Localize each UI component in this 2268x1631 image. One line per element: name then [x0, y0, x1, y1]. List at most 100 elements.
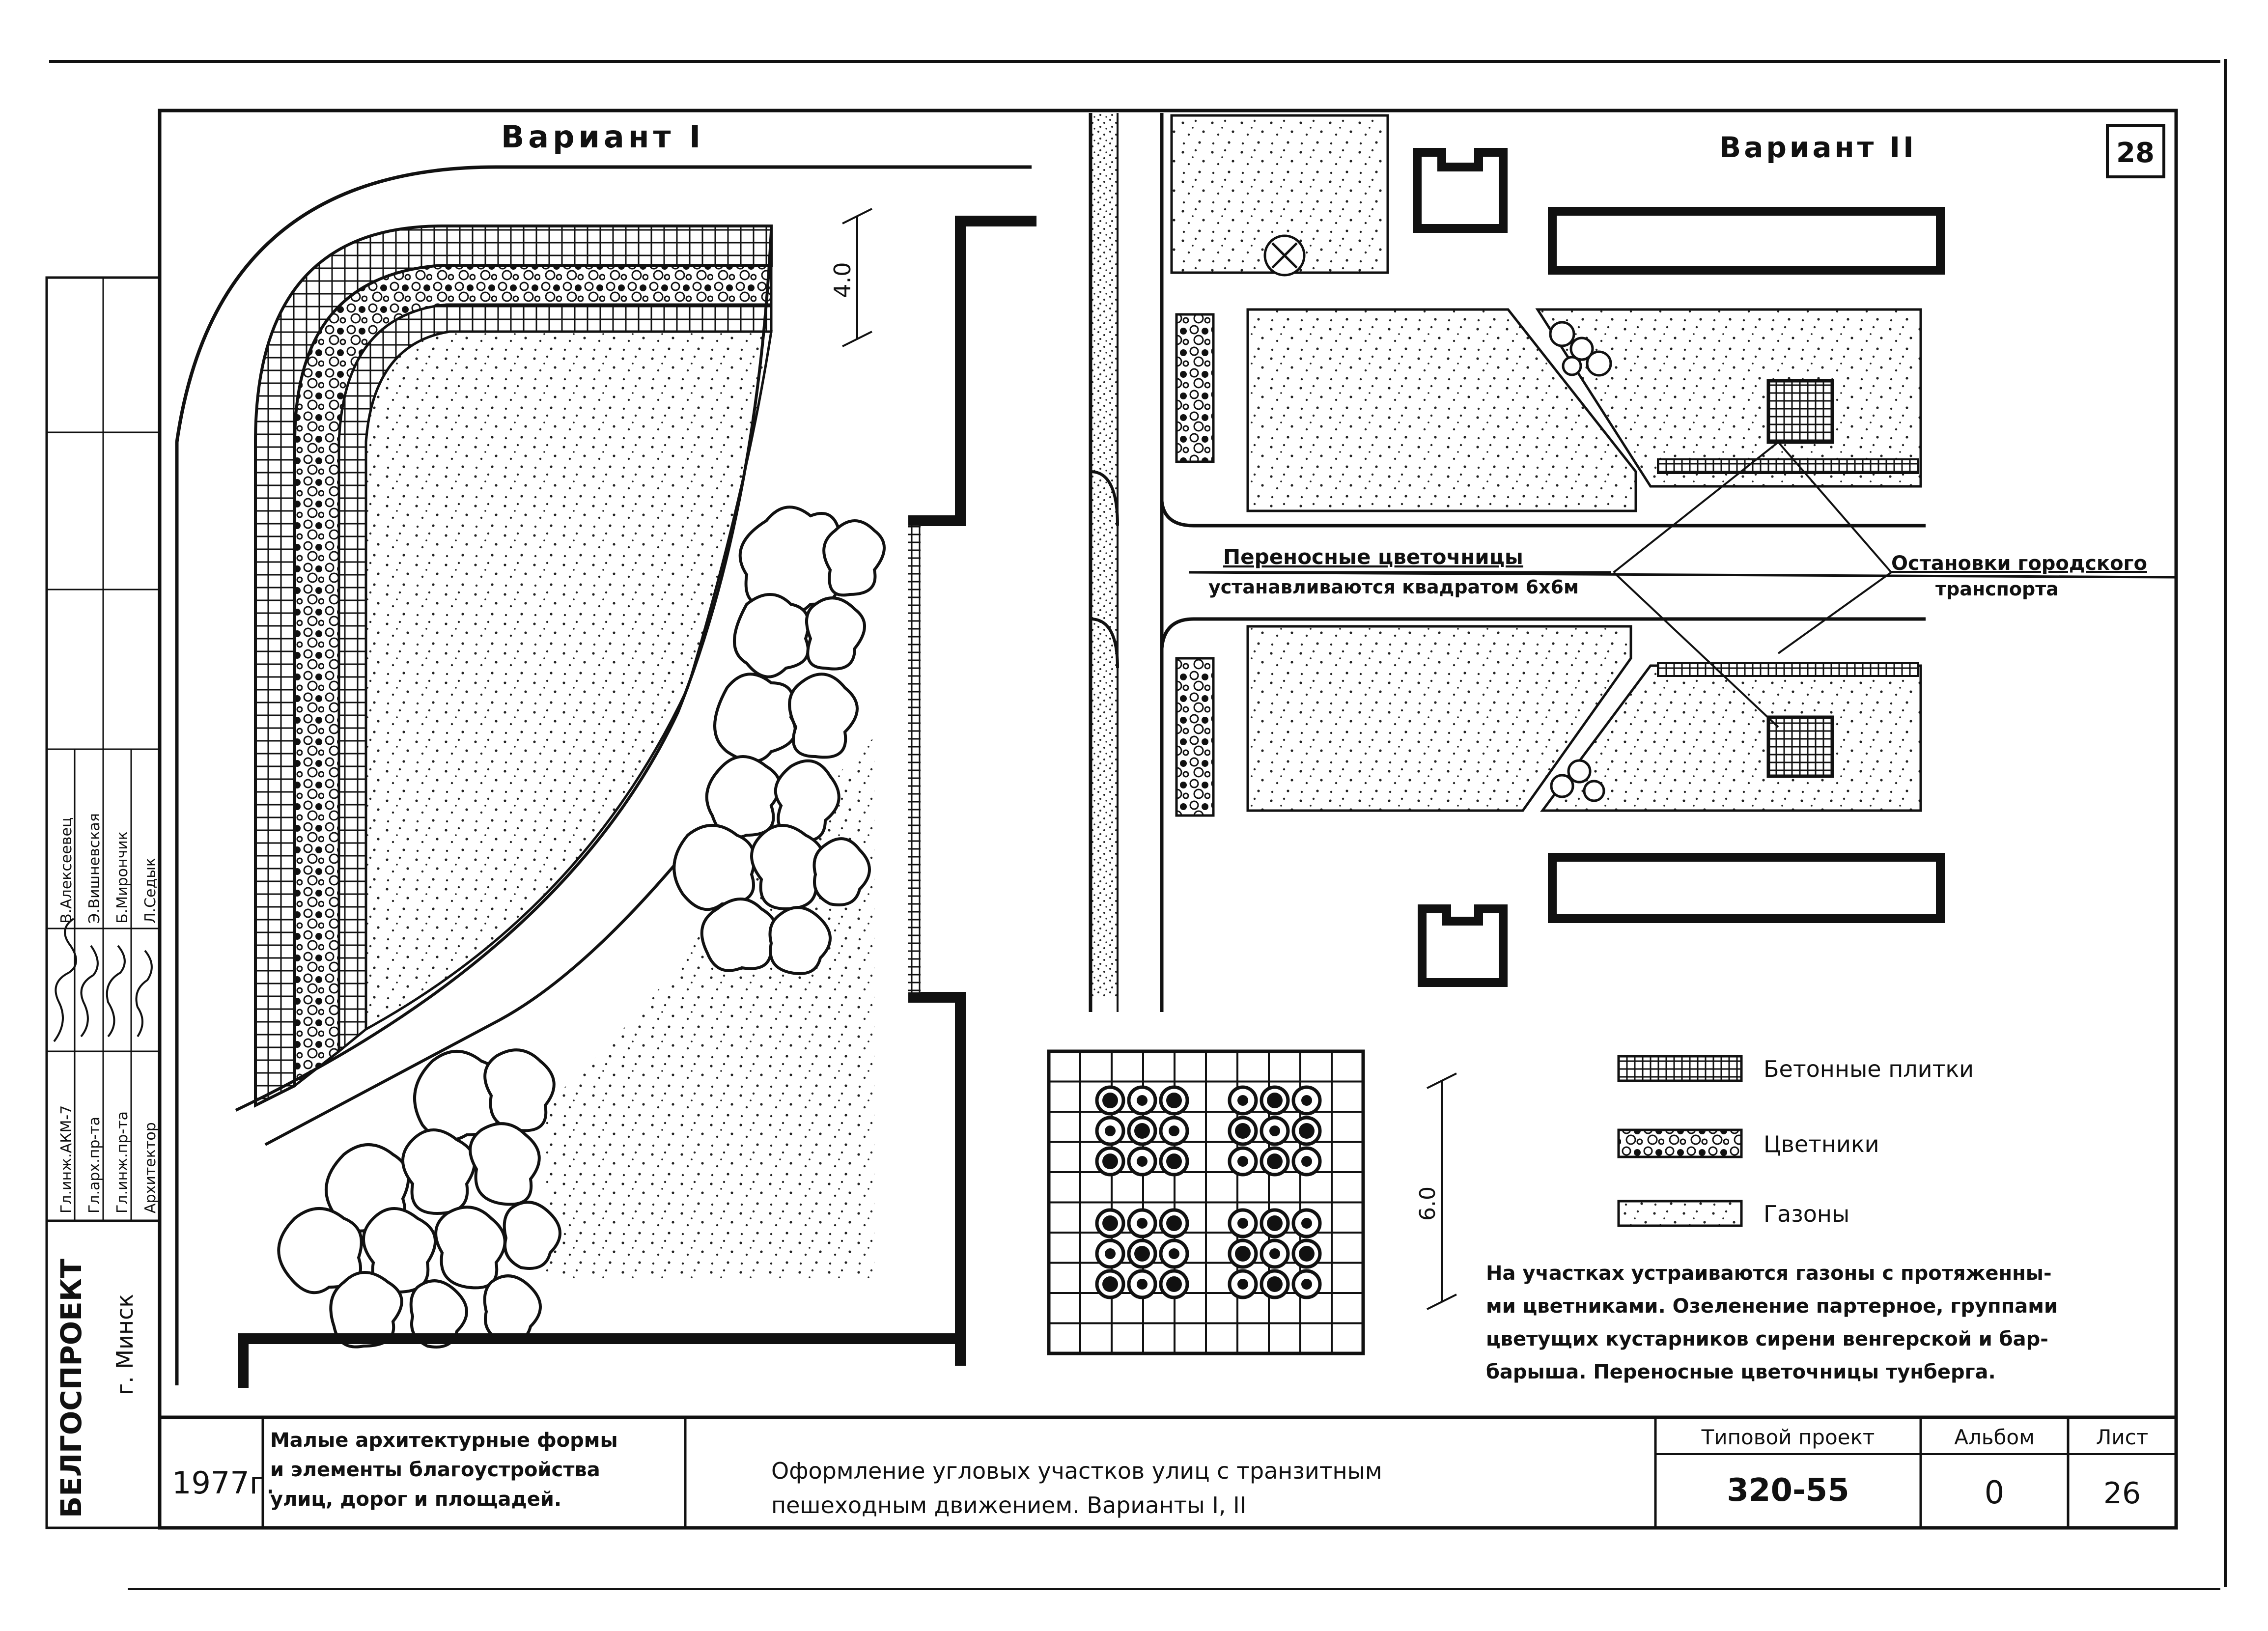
description: На участках устраиваются газоны с протяж…: [1486, 1262, 2058, 1383]
variant-2-street-left-lower: [1090, 618, 1119, 669]
variant-2-street-left-upper: [1090, 470, 1119, 526]
variant-2-portable-planter-lower: [1766, 715, 1834, 778]
planter-pot-fill: [1105, 1248, 1116, 1259]
variant-2-lawn-upper-block: [1246, 308, 1637, 512]
variant-2-building-long-lower: [1548, 853, 1945, 923]
variant-2-street-lower-edge: [1160, 617, 1926, 649]
variant-1-plan: Вариант I: [175, 119, 1036, 1388]
planter-pots: [1095, 1085, 1322, 1299]
planter-pot-fill: [1102, 1093, 1118, 1108]
dimension-tick: [842, 208, 872, 225]
title-sheet-label: Лист: [2096, 1425, 2148, 1449]
dimension-40-label: 4.0: [829, 262, 856, 298]
dimension-tick: [1427, 1072, 1457, 1089]
variant-2-lawn-lower-block: [1246, 625, 1632, 812]
stamp-role-1: Гл.инж.АКМ-7: [58, 1105, 75, 1213]
variant-1-building-wall-right: [908, 216, 1036, 1361]
legend-label-tiles: Бетонные плитки: [1764, 1056, 1974, 1082]
planter-pot-fill: [1102, 1215, 1118, 1231]
variant-1-facade-texture: [908, 526, 921, 992]
stamp-role-2: Гл.арх.пр-та: [86, 1117, 103, 1213]
variant-1-shrub-group-lower: [277, 1048, 561, 1349]
variant-2-flower-column-upper: [1175, 313, 1215, 463]
title-series-1: Малые архитектурные формы: [270, 1429, 618, 1452]
variant-2-flower-column-lower: [1175, 657, 1215, 817]
sheet-number-top: 28: [2116, 137, 2155, 169]
stamp-name-4: Л.Седык: [142, 858, 159, 924]
title-series-2: и элементы благоустройства: [270, 1459, 600, 1481]
variant-2-building-kiosk-upper: [1413, 148, 1508, 233]
variant-2-stop-tiles-upper: [1657, 458, 1919, 474]
variant-2-street-upper-edge: [1160, 501, 1926, 528]
planter-pot-fill: [1137, 1095, 1148, 1106]
title-project-label: Типовой проект: [1701, 1425, 1875, 1449]
planter-pot-fill: [1267, 1153, 1283, 1169]
label-stops-line2: транспорта: [1935, 578, 2059, 600]
dimension-tick: [1427, 1294, 1457, 1310]
planter-pot-fill: [1237, 1095, 1248, 1106]
title-block: 1977г. Малые архитектурные формы и элеме…: [158, 1415, 2178, 1530]
stamp-name-1: В.Алексеевец: [58, 817, 75, 924]
label-portable-line2: устанавливаются квадратом 6х6м: [1208, 576, 1579, 598]
variant-1-shrub-group-upper: [672, 506, 886, 975]
planter-pot-fill: [1269, 1248, 1280, 1259]
planter-pot-fill: [1102, 1153, 1118, 1169]
planter-pot-fill: [1301, 1218, 1312, 1229]
variant-2-building-long-upper: [1548, 207, 1945, 275]
variant-2-flower-cluster-lower: [1550, 759, 1605, 802]
planter-pot-fill: [1134, 1123, 1150, 1139]
variant-1-building-wall-bottom: [238, 1333, 966, 1388]
title-album-value: 0: [1985, 1475, 2005, 1511]
planter-pot-fill: [1137, 1218, 1148, 1229]
planter-pot-fill: [1235, 1246, 1251, 1262]
dimension-60-label: 6.0: [1415, 1186, 1440, 1221]
sheet-number-box: [2106, 124, 2165, 178]
stamp-org: БЕЛГОСПРОЕКТ: [55, 1259, 88, 1518]
planter-pot-fill: [1299, 1123, 1315, 1139]
description-line-1: На участках устраиваются газоны с протяж…: [1486, 1262, 2052, 1285]
variant-1-curb: [175, 165, 1032, 1385]
planter-square-detail: 6.0: [1047, 1049, 1457, 1355]
planter-pot-fill: [1166, 1215, 1182, 1231]
stamp-name-3: Б.Мирончик: [114, 831, 131, 924]
title-year: 1977г.: [172, 1465, 275, 1501]
legend-swatch-lawn: [1617, 1200, 1743, 1227]
label-stops-line1: Остановки городского: [1891, 552, 2147, 575]
legend-swatch-flowers: [1617, 1128, 1743, 1158]
planter-pot-fill: [1267, 1276, 1283, 1292]
planter-pot-fill: [1301, 1156, 1312, 1167]
description-line-4: барыша. Переносные цветочницы тунберга.: [1486, 1361, 1996, 1383]
variant-1-transit-path: [235, 230, 773, 1112]
planter-pot-fill: [1235, 1123, 1251, 1139]
planter-pot-fill: [1166, 1093, 1182, 1108]
planter-pot-fill: [1237, 1279, 1248, 1290]
planter-pot-fill: [1166, 1276, 1182, 1292]
planter-pot-fill: [1299, 1246, 1315, 1262]
description-line-3: цветущих кустарников сирени венгерской и…: [1486, 1328, 2048, 1350]
legend-swatch-tiles: [1617, 1055, 1743, 1082]
variant-1-title: Вариант I: [501, 119, 704, 155]
planter-pot-fill: [1237, 1156, 1248, 1167]
title-series-3: улиц, дорог и площадей.: [270, 1488, 561, 1511]
stamp-signatures: [53, 918, 153, 1042]
planter-pot-fill: [1169, 1248, 1179, 1259]
planter-pot-fill: [1301, 1279, 1312, 1290]
variant-2-stop-tiles-lower: [1657, 662, 1919, 677]
variant-2-plan: Вариант II 28: [1089, 113, 2177, 1012]
planter-pot-fill: [1166, 1153, 1182, 1169]
label-portable-line1: Переносные цветочницы: [1223, 545, 1523, 569]
stamp-role-3: Гл.инж.пр-та: [114, 1111, 131, 1213]
planter-pot-fill: [1169, 1125, 1179, 1136]
dimension-tick: [842, 331, 872, 347]
legend: Бетонные плитки Цветники Газоны: [1617, 1055, 1974, 1227]
title-main-2: пешеходным движением. Варианты I, II: [771, 1492, 1246, 1519]
description-line-2: ми цветниками. Озеленение партерное, гру…: [1486, 1295, 2058, 1318]
variant-1-lawn-main: [364, 330, 773, 1032]
variant-2-portable-planter-upper: [1766, 379, 1834, 444]
planter-pot-fill: [1267, 1215, 1283, 1231]
title-main-1: Оформление угловых участков улиц с транз…: [771, 1458, 1382, 1484]
planter-pot-fill: [1137, 1279, 1148, 1290]
variant-2-building-kiosk-lower: [1418, 904, 1508, 987]
variant-2-flower-cluster-upper: [1549, 321, 1612, 377]
